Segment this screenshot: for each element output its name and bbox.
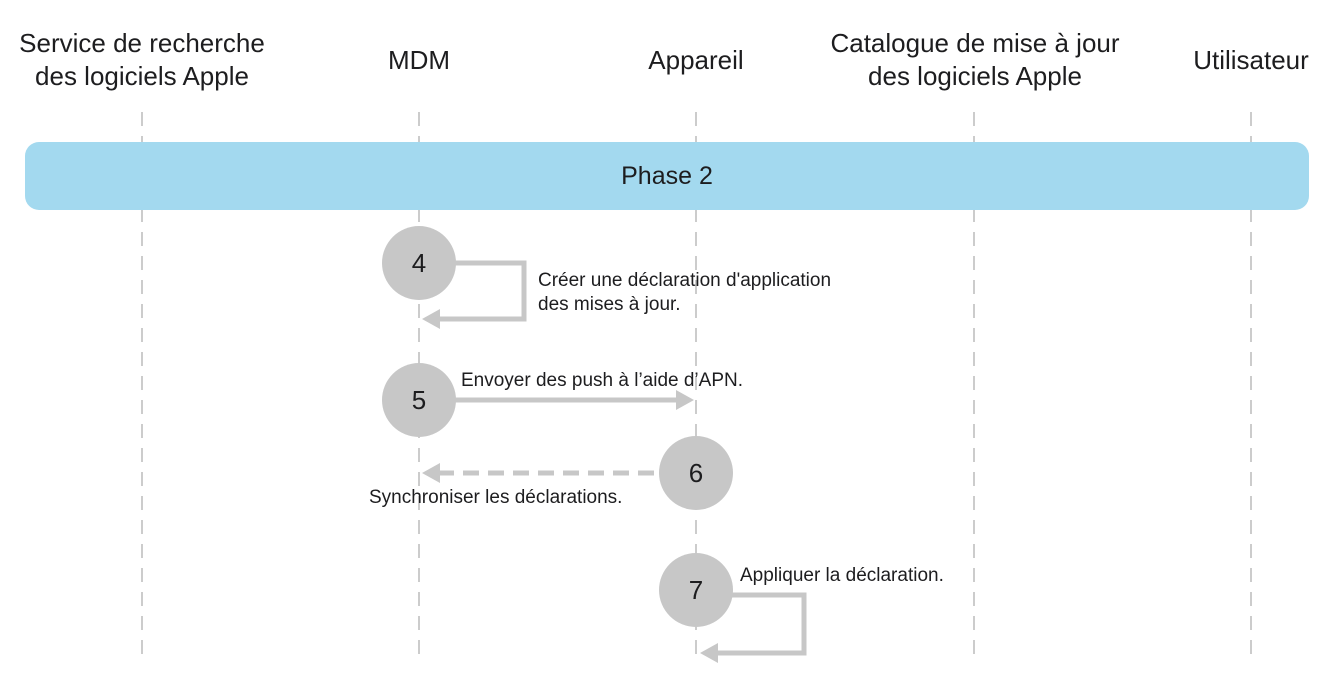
arrowhead-left-icon (700, 643, 718, 663)
lane-title-utilisateur: Utilisateur (1193, 45, 1309, 75)
step-6-badge: 6 (659, 436, 733, 510)
step-5-arrow (454, 390, 694, 410)
step-4-self-arrow (422, 260, 527, 329)
step-4-badge: 4 (382, 226, 456, 300)
phase-bar: Phase 2 (25, 142, 1309, 210)
step-6-label: Synchroniser les déclarations. (369, 487, 623, 508)
step-5-number: 5 (412, 385, 426, 415)
lane-title-appareil: Appareil (648, 45, 744, 75)
step-5-badge: 5 (382, 363, 456, 437)
lane-title-catalogue: Catalogue de mise à jour des logiciels A… (830, 28, 1120, 91)
lane-title-mdm: MDM (387, 45, 451, 75)
step-7-self-arrow (700, 592, 807, 663)
step-6-arrow (422, 463, 654, 483)
arrowhead-right-icon (676, 390, 694, 410)
phase-label: Phase 2 (621, 161, 713, 190)
arrowhead-left-icon (422, 463, 440, 483)
step-7-badge: 7 (659, 553, 733, 627)
step-7-number: 7 (689, 575, 703, 605)
step-7-label: Appliquer la déclaration. (740, 565, 944, 586)
step-5-label: Envoyer des push à l’aide d’APN. (461, 370, 743, 391)
step-4-number: 4 (412, 248, 426, 278)
step-6-number: 6 (689, 458, 703, 488)
lane-title-service-recherche: Service de recherche des logiciels Apple (19, 28, 265, 91)
arrowhead-left-icon (422, 309, 440, 329)
step-4-label: Créer une déclaration d'application des … (538, 270, 832, 315)
